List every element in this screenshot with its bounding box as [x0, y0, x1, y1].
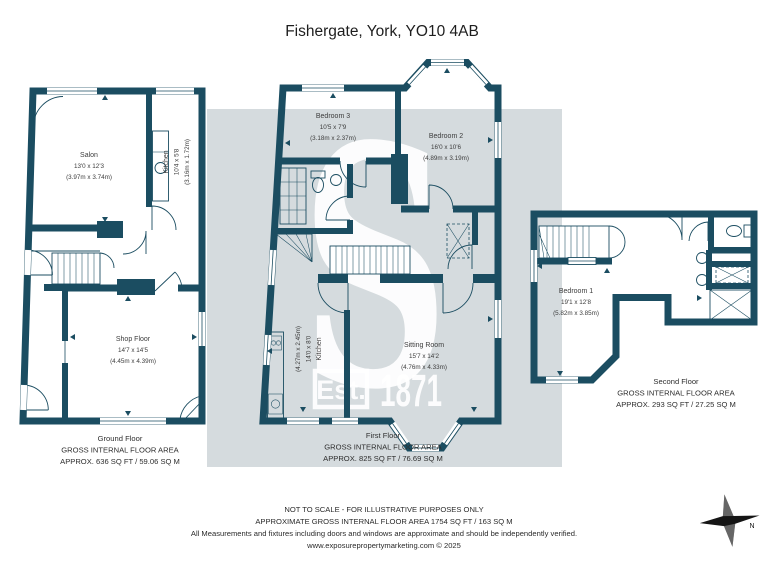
page-title: Fishergate, York, YO10 4AB: [285, 23, 479, 40]
svg-text:(4.76m x 4.33m): (4.76m x 4.33m): [401, 364, 447, 371]
svg-text:13'0 x 12'3: 13'0 x 12'3: [74, 163, 105, 170]
watermark-est-box: [312, 368, 370, 410]
kitchen-counter: [152, 130, 169, 202]
sitting-room-label: Sitting Room 15'7 x 14'2 (4.76m x 4.33m): [401, 342, 447, 371]
svg-text:(3.97m x 3.74m): (3.97m x 3.74m): [66, 174, 112, 181]
svg-text:APPROX. 293 SQ FT / 27.25 SQ M: APPROX. 293 SQ FT / 27.25 SQ M: [616, 400, 736, 409]
sink-icon: [696, 252, 708, 264]
svg-text:Sitting Room: Sitting Room: [404, 342, 444, 349]
svg-text:14'0 x 8'0: 14'0 x 8'0: [306, 335, 313, 362]
sink-icon: [268, 393, 283, 415]
ground-kitchen-label: Kitchen 10'4 x 5'8 (3.16m x 1.72m): [163, 139, 191, 185]
bathroom: [696, 214, 754, 321]
svg-text:(4.89m x 3.19m): (4.89m x 3.19m): [423, 155, 469, 162]
salon-label: Salon 13'0 x 12'3 (3.97m x 3.74m): [66, 152, 112, 181]
chimney-block: [97, 221, 123, 238]
sink-icon: [154, 162, 167, 174]
svg-text:NOT TO SCALE - FOR ILLUSTRATIV: NOT TO SCALE - FOR ILLUSTRATIVE PURPOSES…: [284, 505, 483, 514]
svg-text:19'1 x 12'8: 19'1 x 12'8: [561, 299, 592, 306]
svg-text:GROSS INTERNAL FLOOR AREA: GROSS INTERNAL FLOOR AREA: [61, 446, 179, 455]
staircase: [272, 233, 411, 275]
sink-icon: [330, 174, 342, 186]
toilet-icon: [312, 177, 324, 193]
svg-text:APPROXIMATE GROSS INTERNAL FLO: APPROXIMATE GROSS INTERNAL FLOOR AREA 17…: [255, 517, 512, 526]
first-floor-caption: First Floor GROSS INTERNAL FLOOR AREA AP…: [323, 431, 443, 463]
bedroom1-label: Bedroom 1 19'1 x 12'8 (5.82m x 3.85m): [553, 288, 599, 317]
svg-text:Ground Floor: Ground Floor: [98, 434, 143, 443]
svg-text:(4.45m x 4.39m): (4.45m x 4.39m): [110, 358, 156, 365]
svg-text:Kitchen: Kitchen: [163, 150, 170, 173]
svg-text:GROSS INTERNAL FLOOR AREA: GROSS INTERNAL FLOOR AREA: [324, 443, 442, 452]
sink-icon: [696, 274, 708, 286]
svg-text:(3.16m x 1.72m): (3.16m x 1.72m): [184, 139, 191, 185]
shower-icon: [709, 289, 753, 321]
svg-text:Second Floor: Second Floor: [653, 377, 699, 386]
svg-text:Bedroom 1: Bedroom 1: [559, 288, 593, 295]
first-floor-plan: [259, 59, 502, 452]
second-floor-plan: [530, 210, 758, 384]
svg-text:APPROX. 825 SQ FT / 76.69 SQ M: APPROX. 825 SQ FT / 76.69 SQ M: [323, 454, 443, 463]
kitchen-wall: [146, 91, 152, 207]
svg-text:10'4 x 5'8: 10'4 x 5'8: [174, 148, 181, 175]
first-kitchen-label: (4.27m x 2.45m) 14'0 x 8'0 Kitchen: [295, 326, 323, 372]
chimney-block: [391, 154, 408, 204]
ground-floor-caption: Ground Floor GROSS INTERNAL FLOOR AREA A…: [60, 434, 180, 466]
bath-icon: [715, 266, 749, 284]
staircase: [27, 250, 115, 285]
compass-north-label: N: [749, 523, 754, 530]
svg-text:Kitchen: Kitchen: [316, 337, 323, 360]
bedroom3-label: Bedroom 3 10'5 x 7'9 (3.18m x 2.37m): [310, 113, 356, 142]
toilet-icon: [726, 225, 742, 237]
ground-floor-plan: [19, 87, 206, 425]
svg-text:15'7 x 14'2: 15'7 x 14'2: [409, 353, 440, 360]
watermark-est-text: Est.: [316, 375, 366, 405]
chimney-block: [117, 279, 155, 295]
svg-text:Bedroom 3: Bedroom 3: [316, 113, 350, 120]
fireplace: [446, 223, 470, 259]
watermark-year-text: 1871: [380, 365, 442, 415]
svg-text:Salon: Salon: [80, 152, 98, 159]
svg-text:www.exposurepropertymarketing.: www.exposurepropertymarketing.com © 2025: [306, 541, 461, 550]
compass-north-icon: N: [699, 494, 760, 547]
second-floor-caption: Second Floor GROSS INTERNAL FLOOR AREA A…: [616, 377, 736, 409]
svg-text:10'5 x 7'9: 10'5 x 7'9: [320, 124, 347, 131]
staircase: [534, 225, 626, 265]
svg-text:(3.18m x 2.37m): (3.18m x 2.37m): [310, 135, 356, 142]
svg-text:(5.82m x 3.85m): (5.82m x 3.85m): [553, 310, 599, 317]
footer-disclaimer: NOT TO SCALE - FOR ILLUSTRATIVE PURPOSES…: [191, 505, 577, 550]
svg-text:(4.27m x 2.45m): (4.27m x 2.45m): [295, 326, 302, 372]
shop-floor-label: Shop Floor 14'7 x 14'5 (4.45m x 4.39m): [110, 336, 156, 365]
kitchen-counter: [267, 331, 284, 419]
svg-text:16'0 x 10'6: 16'0 x 10'6: [431, 144, 462, 151]
svg-text:Shop Floor: Shop Floor: [116, 336, 151, 343]
bathroom: [279, 167, 342, 225]
svg-text:APPROX. 636 SQ FT / 59.06 SQ M: APPROX. 636 SQ FT / 59.06 SQ M: [60, 457, 180, 466]
svg-text:Bedroom 2: Bedroom 2: [429, 133, 463, 140]
svg-text:GROSS INTERNAL FLOOR AREA: GROSS INTERNAL FLOOR AREA: [617, 389, 735, 398]
svg-text:All Measurements and fixtures: All Measurements and fixtures including …: [191, 529, 577, 538]
bedroom2-label: Bedroom 2 16'0 x 10'6 (4.89m x 3.19m): [423, 133, 469, 162]
svg-text:14'7 x 14'5: 14'7 x 14'5: [118, 347, 149, 354]
svg-text:First Floor: First Floor: [366, 431, 401, 440]
